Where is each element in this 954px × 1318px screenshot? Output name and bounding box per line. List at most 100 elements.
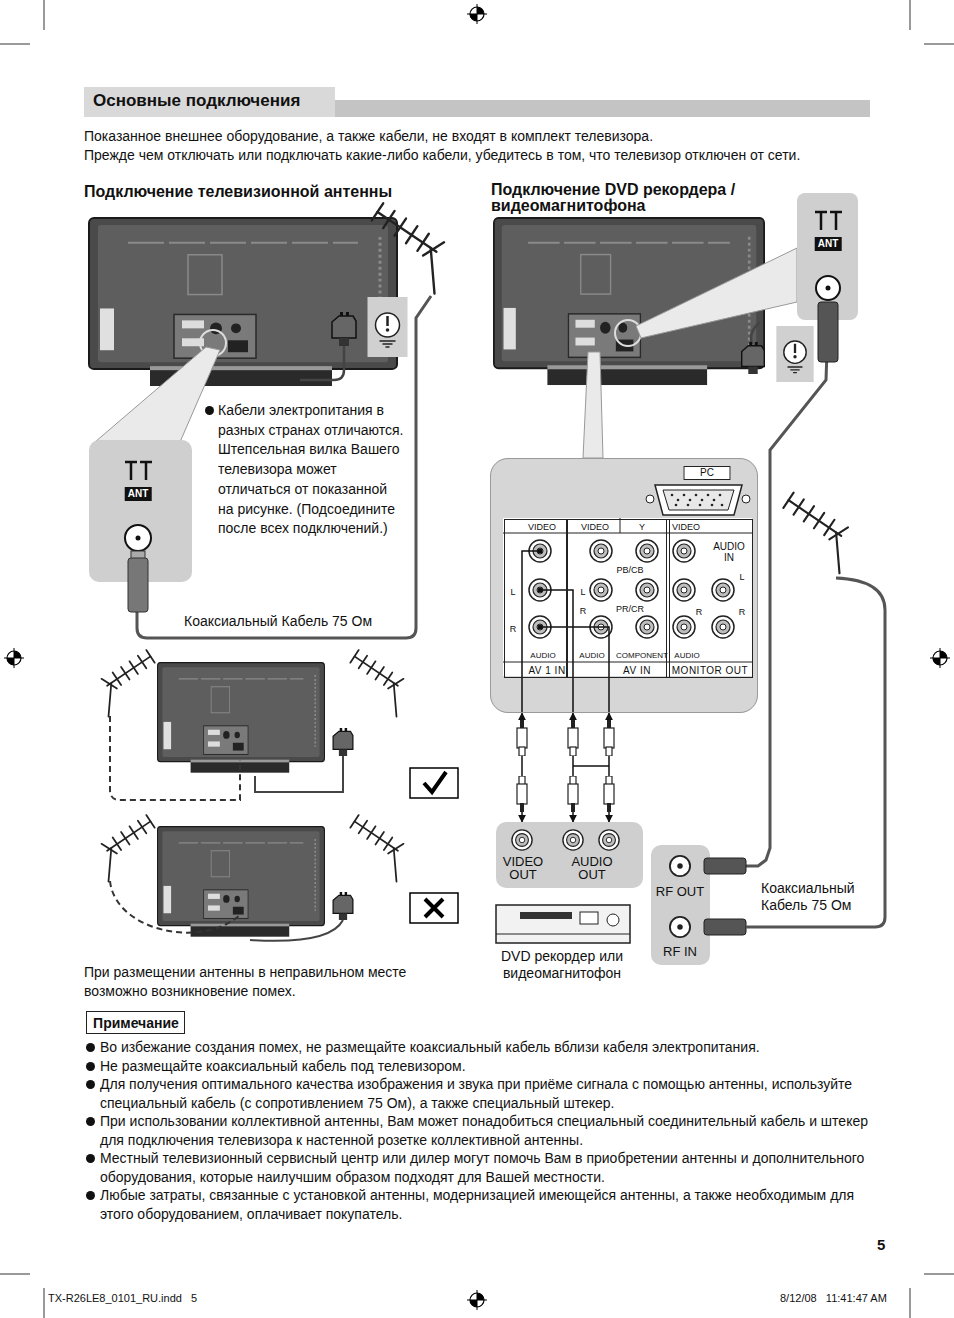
dvd-connection-figure <box>599 830 619 850</box>
cable-label: Коаксиальный Кабель 75 Ом <box>184 613 372 630</box>
crop-marks <box>910 0 911 30</box>
dvd-connection-figure <box>751 322 760 344</box>
registration-marks <box>4 648 24 668</box>
dvd-connection-figure <box>573 765 609 767</box>
dvd-connection-figure <box>663 490 734 510</box>
cable-connector <box>710 320 828 866</box>
dvd-connection-figure <box>742 495 750 503</box>
rf-panel: RF OUTRF IN <box>651 845 710 965</box>
dvd-connection-figure <box>776 326 813 382</box>
page-number: 5 <box>877 1236 885 1254</box>
antenna-connection-figure <box>128 558 148 612</box>
title-band <box>84 87 870 117</box>
placement-note: При размещении антенны в неправильном ме… <box>84 963 449 1001</box>
dvd-connection-figure <box>646 495 654 503</box>
dvd-connection-figure <box>815 212 842 230</box>
node-label: VIDEO <box>581 523 609 532</box>
dvd-connection-figure <box>512 830 532 850</box>
node-label: AUDIO <box>579 652 604 660</box>
antenna-connection-figure <box>372 203 444 293</box>
device-label: DVD рекордер или видеомагнитофон <box>491 948 633 982</box>
dvd-connection-figure <box>538 625 543 630</box>
antenna-placement-wrong <box>102 815 459 941</box>
dvd-connection-figure <box>677 499 680 502</box>
power-cable-note: Кабели электропитания в разных странах о… <box>203 401 406 539</box>
dvd-connection-figure <box>517 720 527 756</box>
crop-marks <box>44 0 45 30</box>
title-band <box>335 100 870 117</box>
dvd-connection-figure <box>704 919 746 935</box>
node-label: R <box>510 625 517 634</box>
dvd-connection-figure <box>826 286 831 291</box>
dvd-connection-figure <box>712 616 734 638</box>
dvd-connection-figure <box>675 504 678 507</box>
node-label: R <box>739 608 746 617</box>
note-heading-box: Примечание <box>86 1011 185 1034</box>
crop-marks <box>0 44 30 45</box>
dvd-connection-figure <box>538 588 543 593</box>
dvd-connection-figure <box>712 579 734 601</box>
dvd-connection-figure <box>490 458 758 713</box>
cable-label: Коаксиальный Кабель 75 Ом <box>761 880 876 914</box>
dvd-connection-figure <box>517 776 527 812</box>
dvd-connection-figure <box>604 776 614 812</box>
antenna-placement-wrong <box>250 920 343 941</box>
dvd-connection-figure <box>583 352 603 458</box>
crop-marks <box>924 44 954 45</box>
dvd-connection-figure <box>580 912 598 924</box>
dvd-connection-figure <box>620 518 621 533</box>
note-item: Местный телевизионный сервисный центр ил… <box>86 1149 872 1186</box>
dvd-connection-figure <box>704 858 746 874</box>
node-label: AUDIO <box>530 652 555 660</box>
antenna-placement-wrong <box>410 893 458 923</box>
antenna-placement-correct <box>424 772 446 792</box>
ant-callout: ANT <box>89 440 192 582</box>
dvd-connection-figure <box>568 720 578 756</box>
registration-marks <box>4 4 950 1310</box>
dvd-connection-figure <box>615 320 641 346</box>
note-item: Во избежание создания помех, не размещай… <box>86 1038 872 1057</box>
antenna-placement-correct <box>102 650 155 717</box>
ant-callout: ANT <box>797 193 858 320</box>
notes-list: Во избежание создания помех, не размещай… <box>86 1038 872 1223</box>
node-label: R <box>696 608 703 617</box>
dvd-connection-figure <box>671 494 724 507</box>
node-label: AUDIO IN <box>709 541 749 563</box>
node-label: PC <box>684 466 731 480</box>
registration-marks <box>467 1290 487 1310</box>
node-label: AV IN <box>623 666 651 676</box>
dvd-connection-figure <box>604 720 614 756</box>
node-label: AV 1 IN <box>528 666 565 676</box>
note-item: Любые затраты, связанные с установкой ан… <box>86 1186 872 1223</box>
antenna-placement-correct <box>410 768 458 798</box>
note-item: Для получения оптимального качества изоб… <box>86 1075 872 1112</box>
intro-text: Показанное внешнее оборудование, а также… <box>84 128 653 145</box>
antenna-placement-correct <box>333 728 353 756</box>
antenna-placement-wrong <box>110 881 240 933</box>
dvd-connection-figure <box>816 276 840 300</box>
note-item: Не размещайте коаксиальный кабель под те… <box>86 1057 872 1076</box>
dvd-connection-figure <box>670 917 690 937</box>
crop-marks <box>924 1274 954 1275</box>
dvd-connection-figure <box>673 616 695 638</box>
node-label: L <box>580 588 585 597</box>
dvd-connection-figure <box>673 579 695 601</box>
dvd-connection-figure <box>590 540 612 562</box>
antenna-connection-figure <box>136 536 141 541</box>
node-label: PR/CR <box>616 605 644 614</box>
crop-marks <box>0 1274 30 1275</box>
dvd-connection-figure <box>503 518 752 662</box>
dvd-connection-figure <box>655 485 742 515</box>
note-item: При использовании коллективной антенны, … <box>86 1112 872 1149</box>
dvd-connection-figure <box>636 248 797 338</box>
av1-jack-group: VIDEOLRAUDIOAV 1 IN <box>504 519 568 678</box>
antenna-connection-figure <box>89 203 444 638</box>
dvd-connection-figure <box>607 914 619 926</box>
dvd-output-panel: VIDEO OUTAUDIO OUT <box>496 822 643 888</box>
antenna-placement-correct <box>158 663 325 773</box>
node-label: VIDEO OUT <box>498 855 548 881</box>
antenna-connection-figure <box>89 218 397 386</box>
dvd-connection-figure <box>683 494 686 497</box>
